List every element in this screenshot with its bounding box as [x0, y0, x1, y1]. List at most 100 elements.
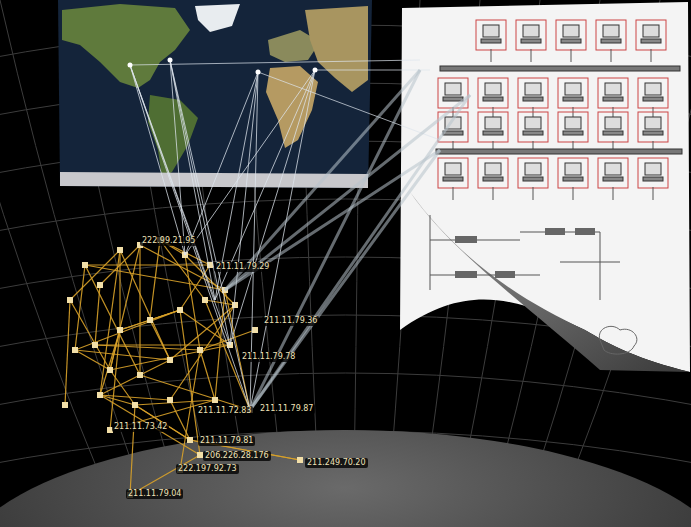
geo-links — [128, 58, 471, 411]
host-node — [177, 307, 183, 313]
schematic-lines — [430, 215, 620, 300]
graph-link — [110, 245, 140, 370]
monitor — [645, 163, 661, 175]
host-node — [92, 342, 98, 348]
host-node — [187, 437, 193, 443]
computer-icon — [556, 20, 586, 62]
computer-icons — [438, 20, 668, 200]
graph-link — [95, 285, 100, 345]
monitor — [485, 83, 501, 95]
monitor — [603, 25, 619, 37]
computer-icon — [596, 20, 626, 62]
icon-frame — [558, 112, 588, 142]
graph-link — [120, 310, 180, 330]
icon-frame — [478, 78, 508, 108]
network-sheet — [400, 2, 690, 372]
ocean — [58, 0, 372, 188]
host-node — [117, 327, 123, 333]
graph-link — [180, 310, 200, 455]
monitor — [565, 117, 581, 129]
host-node — [202, 297, 208, 303]
icon-frame — [598, 78, 628, 108]
host-node — [297, 457, 303, 463]
monitor — [565, 83, 581, 95]
ip-label: 211.11.79.78 — [240, 352, 297, 362]
drop-wire — [653, 187, 654, 200]
graph-link — [180, 265, 210, 310]
icon-frame — [438, 158, 468, 188]
keyboard — [523, 131, 543, 135]
graph-link — [85, 264, 210, 265]
graph-link — [120, 310, 180, 330]
computer-icon — [636, 20, 666, 62]
geo-link — [215, 70, 315, 300]
ip-label: 211.11.79.04 — [126, 489, 183, 499]
keyboard — [603, 97, 623, 101]
map-point — [256, 70, 261, 75]
icon-frame — [598, 112, 628, 142]
grid-line — [0, 373, 691, 408]
ip-label: 211.11.73.42 — [112, 422, 169, 432]
keyboard — [523, 97, 543, 101]
monitor — [645, 117, 661, 129]
host-node — [197, 347, 203, 353]
graph-link — [75, 265, 85, 350]
drop-wire — [651, 49, 652, 62]
drop-wire — [611, 49, 612, 62]
computer-icon — [438, 158, 468, 200]
keyboard — [523, 177, 543, 181]
monitor — [525, 163, 541, 175]
icon-frame — [478, 158, 508, 188]
ip-label: 211.11.79.36 — [262, 316, 319, 326]
ip-label: 211.11.79.87 — [258, 404, 315, 414]
computer-icon — [476, 20, 506, 62]
graph-link — [95, 344, 230, 345]
drop-wire — [453, 187, 454, 200]
sheet-link — [225, 70, 420, 290]
geo-link — [170, 60, 185, 255]
monitor — [605, 117, 621, 129]
keyboard — [481, 39, 501, 43]
graph-link — [139, 245, 140, 375]
floor-disc — [0, 430, 691, 527]
greenland — [195, 4, 240, 32]
ip-label: 206.226.28.176 — [203, 451, 271, 461]
keyboard — [521, 39, 541, 43]
host-node — [82, 262, 88, 268]
graph-link — [150, 240, 160, 320]
keyboard — [443, 97, 463, 101]
computer-icon — [558, 112, 588, 154]
graph-link — [75, 350, 170, 360]
monitor — [485, 117, 501, 129]
drop-wire — [571, 49, 572, 62]
computer-icon — [598, 112, 628, 154]
keyboard — [563, 131, 583, 135]
monitor — [643, 25, 659, 37]
host-node — [72, 347, 78, 353]
host-node — [167, 397, 173, 403]
sheet-curl — [410, 192, 690, 372]
cloud-symbol — [599, 326, 637, 354]
graph-link — [65, 300, 70, 405]
ip-label: 222.197.92.73 — [176, 464, 239, 474]
device — [575, 228, 595, 235]
ip-label: 211.11.79.81 — [198, 436, 255, 446]
ip-label: 222.99.21.95 — [140, 236, 197, 246]
icon-frame — [518, 78, 548, 108]
graph-link — [70, 250, 120, 300]
geo-link — [315, 70, 430, 71]
device — [455, 271, 477, 278]
computer-icon — [558, 78, 588, 120]
monitor — [523, 25, 539, 37]
host-node — [137, 372, 143, 378]
monitor — [445, 163, 461, 175]
monitor — [563, 25, 579, 37]
geo-link — [170, 60, 230, 345]
graph-link — [100, 250, 120, 395]
geo-link — [170, 60, 250, 410]
graph-link — [160, 240, 205, 300]
graph-link — [75, 310, 180, 350]
icon-frame — [478, 112, 508, 142]
keyboard — [561, 39, 581, 43]
